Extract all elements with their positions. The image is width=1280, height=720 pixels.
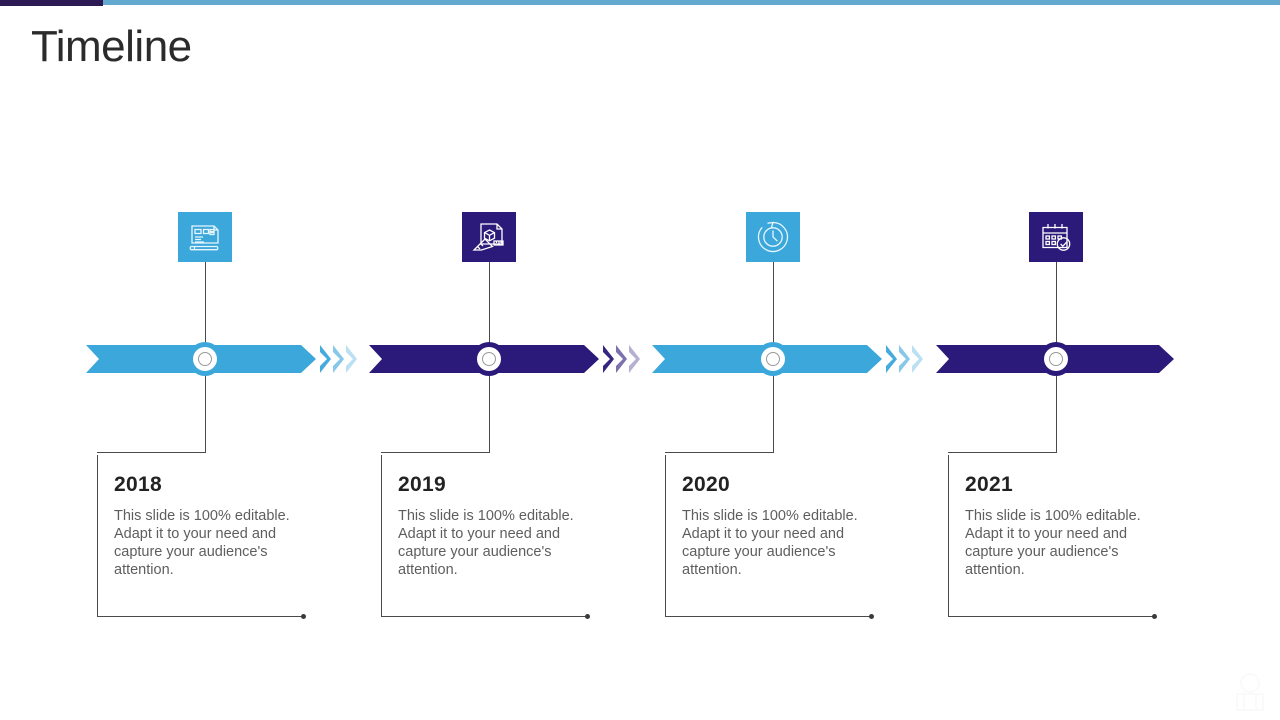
trailing-chevron-1-2019 bbox=[603, 345, 614, 373]
calendar-check-icon bbox=[1039, 221, 1073, 253]
trailing-chevron-3-2019 bbox=[629, 345, 640, 373]
milestone-card-2021[interactable]: 2021 This slide is 100% editable. Adapt … bbox=[948, 455, 1157, 619]
marker-dot-2019 bbox=[482, 352, 496, 366]
card-end-dot bbox=[1152, 614, 1157, 619]
blueprint-pencil-icon bbox=[188, 221, 222, 253]
milestone-description-2018: This slide is 100% editable. Adapt it to… bbox=[114, 508, 290, 578]
connector-elbow-2018 bbox=[97, 452, 206, 453]
marker-dot-2021 bbox=[1049, 352, 1063, 366]
marker-dot-2018 bbox=[198, 352, 212, 366]
top-accent-light-segment bbox=[103, 0, 1280, 5]
marker-dot-2020 bbox=[766, 352, 780, 366]
marker-inner-2018 bbox=[193, 347, 217, 371]
milestone-card-2018[interactable]: 2018 This slide is 100% editable. Adapt … bbox=[97, 455, 306, 619]
timeline-marker-2020[interactable] bbox=[756, 342, 790, 376]
icon-tile-2018[interactable] bbox=[178, 212, 232, 262]
card-end-dot bbox=[585, 614, 590, 619]
timeline-marker-2019[interactable] bbox=[472, 342, 506, 376]
trailing-chevron-2-2019 bbox=[616, 345, 627, 373]
connector-elbow-2020 bbox=[665, 452, 774, 453]
card-end-dot bbox=[869, 614, 874, 619]
card-bottom-rule bbox=[665, 614, 874, 619]
icon-tile-2021[interactable] bbox=[1029, 212, 1083, 262]
connector-elbow-2021 bbox=[948, 452, 1057, 453]
trailing-chevron-2-2020 bbox=[899, 345, 910, 373]
trailing-chevron-3-2018 bbox=[346, 345, 357, 373]
milestone-year-2020: 2020 bbox=[682, 473, 730, 496]
top-accent-dark-segment bbox=[0, 0, 103, 6]
clock-history-icon bbox=[756, 220, 790, 254]
timeline-marker-2018[interactable] bbox=[188, 342, 222, 376]
marker-inner-2019 bbox=[477, 347, 501, 371]
connector-elbow-2019 bbox=[381, 452, 490, 453]
milestone-year-2018: 2018 bbox=[114, 473, 162, 496]
milestone-year-2019: 2019 bbox=[398, 473, 446, 496]
milestone-description-2020: This slide is 100% editable. Adapt it to… bbox=[682, 508, 858, 578]
card-left-rule bbox=[665, 455, 666, 617]
trailing-chevron-1-2020 bbox=[886, 345, 897, 373]
marker-inner-2020 bbox=[761, 347, 785, 371]
page-title: Timeline bbox=[31, 22, 192, 71]
trailing-chevron-1-2018 bbox=[320, 345, 331, 373]
card-bottom-rule bbox=[948, 614, 1157, 619]
card-bottom-rule bbox=[381, 614, 590, 619]
milestone-card-2019[interactable]: 2019 This slide is 100% editable. Adapt … bbox=[381, 455, 590, 619]
card-bottom-rule bbox=[97, 614, 306, 619]
watermark-logo bbox=[1228, 668, 1272, 714]
milestone-card-2020[interactable]: 2020 This slide is 100% editable. Adapt … bbox=[665, 455, 874, 619]
trailing-chevron-2-2018 bbox=[333, 345, 344, 373]
design-cube-ruler-icon bbox=[472, 221, 506, 253]
icon-tile-2020[interactable] bbox=[746, 212, 800, 262]
card-left-rule bbox=[948, 455, 949, 617]
card-left-rule bbox=[97, 455, 98, 617]
trailing-chevron-3-2020 bbox=[912, 345, 923, 373]
timeline-marker-2021[interactable] bbox=[1039, 342, 1073, 376]
top-accent-bar bbox=[0, 0, 1280, 6]
milestone-year-2021: 2021 bbox=[965, 473, 1013, 496]
milestone-description-2021: This slide is 100% editable. Adapt it to… bbox=[965, 508, 1141, 578]
marker-inner-2021 bbox=[1044, 347, 1068, 371]
milestone-description-2019: This slide is 100% editable. Adapt it to… bbox=[398, 508, 574, 578]
card-end-dot bbox=[301, 614, 306, 619]
card-left-rule bbox=[381, 455, 382, 617]
icon-tile-2019[interactable] bbox=[462, 212, 516, 262]
